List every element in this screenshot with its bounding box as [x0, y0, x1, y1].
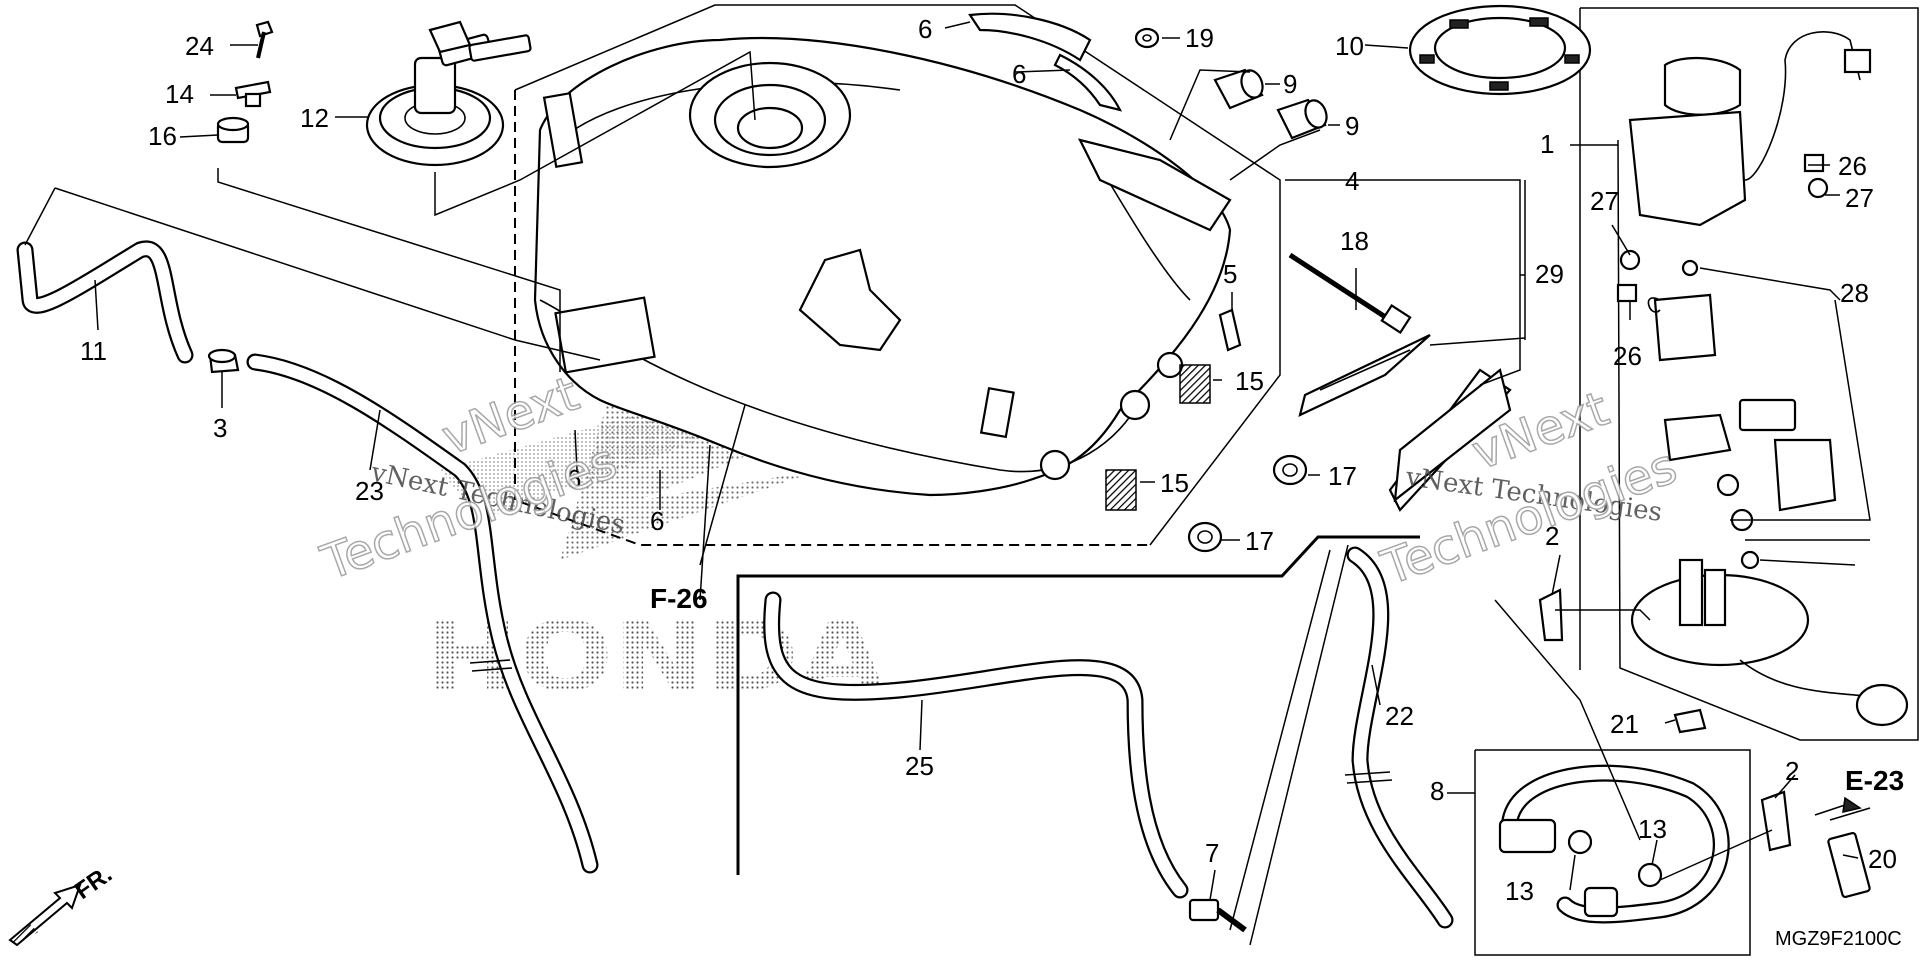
part-18-bolt	[1288, 252, 1412, 335]
callout-17-upper: 17	[1328, 461, 1357, 491]
callout-9-lower: 9	[1345, 111, 1359, 141]
tank-group-frame	[514, 4, 1281, 546]
front-indicator: FR.	[8, 861, 117, 947]
callout-17-lower: 17	[1245, 526, 1274, 556]
callout-2-lower: 2	[1785, 756, 1799, 786]
callout-18: 18	[1340, 226, 1369, 256]
callouts: 1 2 2 3 4 5 6 6 6 6 7 8 9 9 10 11 12 13 …	[80, 14, 1897, 906]
part-9-collar-lower	[1276, 98, 1328, 140]
part-10-ring	[1408, 4, 1592, 96]
callout-15-lower: 15	[1160, 468, 1189, 498]
part-6-sticker-upper	[968, 12, 1092, 62]
callout-9-upper: 9	[1283, 69, 1297, 99]
callout-19: 19	[1185, 23, 1214, 53]
part-1-fuel-pump	[1616, 31, 1909, 727]
part-16-grommet	[216, 116, 250, 144]
page-ref-f26[interactable]: F-26	[650, 583, 708, 614]
part-25-hose	[763, 591, 1189, 899]
part-15-pad-lower	[1105, 469, 1137, 511]
callout-5: 5	[1223, 259, 1237, 289]
part-29-guards	[1298, 334, 1512, 512]
part-19-nut	[1134, 27, 1160, 49]
callout-7: 7	[1205, 838, 1219, 868]
callout-26-lower: 26	[1613, 341, 1642, 371]
part-17-grommet-lower	[1187, 521, 1223, 553]
callout-23: 23	[355, 476, 384, 506]
part-2-clip-lower	[1760, 790, 1792, 852]
callout-22: 22	[1385, 701, 1414, 731]
callout-14: 14	[165, 79, 194, 109]
part-2-clip-upper	[1538, 588, 1564, 642]
callout-27-right: 27	[1845, 183, 1874, 213]
diagram-code: MGZ9F2100C	[1775, 928, 1902, 950]
part-11-hose	[16, 240, 194, 364]
callout-20: 20	[1868, 844, 1897, 874]
callout-6-right: 6	[650, 506, 664, 536]
part-9-collar-upper	[1213, 68, 1264, 110]
callout-13-left: 13	[1505, 876, 1534, 906]
part-12-fuel-cap	[365, 20, 532, 167]
callout-25: 25	[905, 751, 934, 781]
part-22-hose	[1344, 546, 1454, 929]
leader-lines	[24, 21, 1871, 956]
callout-1: 1	[1540, 129, 1554, 159]
part-14-clip	[234, 80, 272, 108]
callout-4: 4	[1345, 166, 1359, 196]
part-24-bolt	[255, 20, 274, 59]
part-21-nut	[1673, 708, 1707, 734]
callout-3: 3	[213, 413, 227, 443]
hose-group-frame	[736, 535, 1420, 875]
callout-26-upper: 26	[1838, 151, 1867, 181]
callout-28: 28	[1840, 278, 1869, 308]
part-15-pad-upper	[1179, 364, 1211, 404]
page-ref-e23[interactable]: E-23	[1845, 765, 1904, 796]
callout-27-left: 27	[1590, 186, 1619, 216]
callout-15-upper: 15	[1235, 366, 1264, 396]
part-6-sticker-mid	[1053, 53, 1123, 112]
part-3-joint	[207, 348, 240, 374]
part-7-fitting	[1188, 898, 1247, 933]
callout-11: 11	[80, 336, 107, 366]
part-13-clamp-b	[1637, 862, 1663, 888]
callout-29: 29	[1535, 259, 1564, 289]
part-23-hose	[246, 353, 599, 874]
fuel-tank	[533, 37, 1232, 497]
part-5-strip	[1218, 308, 1242, 352]
part-17-grommet-upper	[1272, 454, 1308, 486]
callout-16: 16	[148, 121, 177, 151]
callout-2-upper: 2	[1545, 521, 1559, 551]
part-8-hose	[1498, 764, 1730, 924]
callout-24: 24	[185, 31, 214, 61]
callout-6-top: 6	[918, 14, 932, 44]
callout-13-right: 13	[1638, 814, 1667, 844]
callout-6-left: 6	[567, 464, 581, 494]
callout-6-upper: 6	[1012, 59, 1026, 89]
callout-10: 10	[1335, 31, 1364, 61]
callout-12: 12	[300, 103, 329, 133]
part-20-connector	[1827, 831, 1871, 899]
part-13-clamp-a	[1567, 829, 1593, 855]
callout-21: 21	[1610, 709, 1639, 739]
front-indicator-label: FR.	[70, 861, 117, 905]
callout-8: 8	[1430, 776, 1444, 806]
pump-group-frame	[1580, 7, 1919, 741]
